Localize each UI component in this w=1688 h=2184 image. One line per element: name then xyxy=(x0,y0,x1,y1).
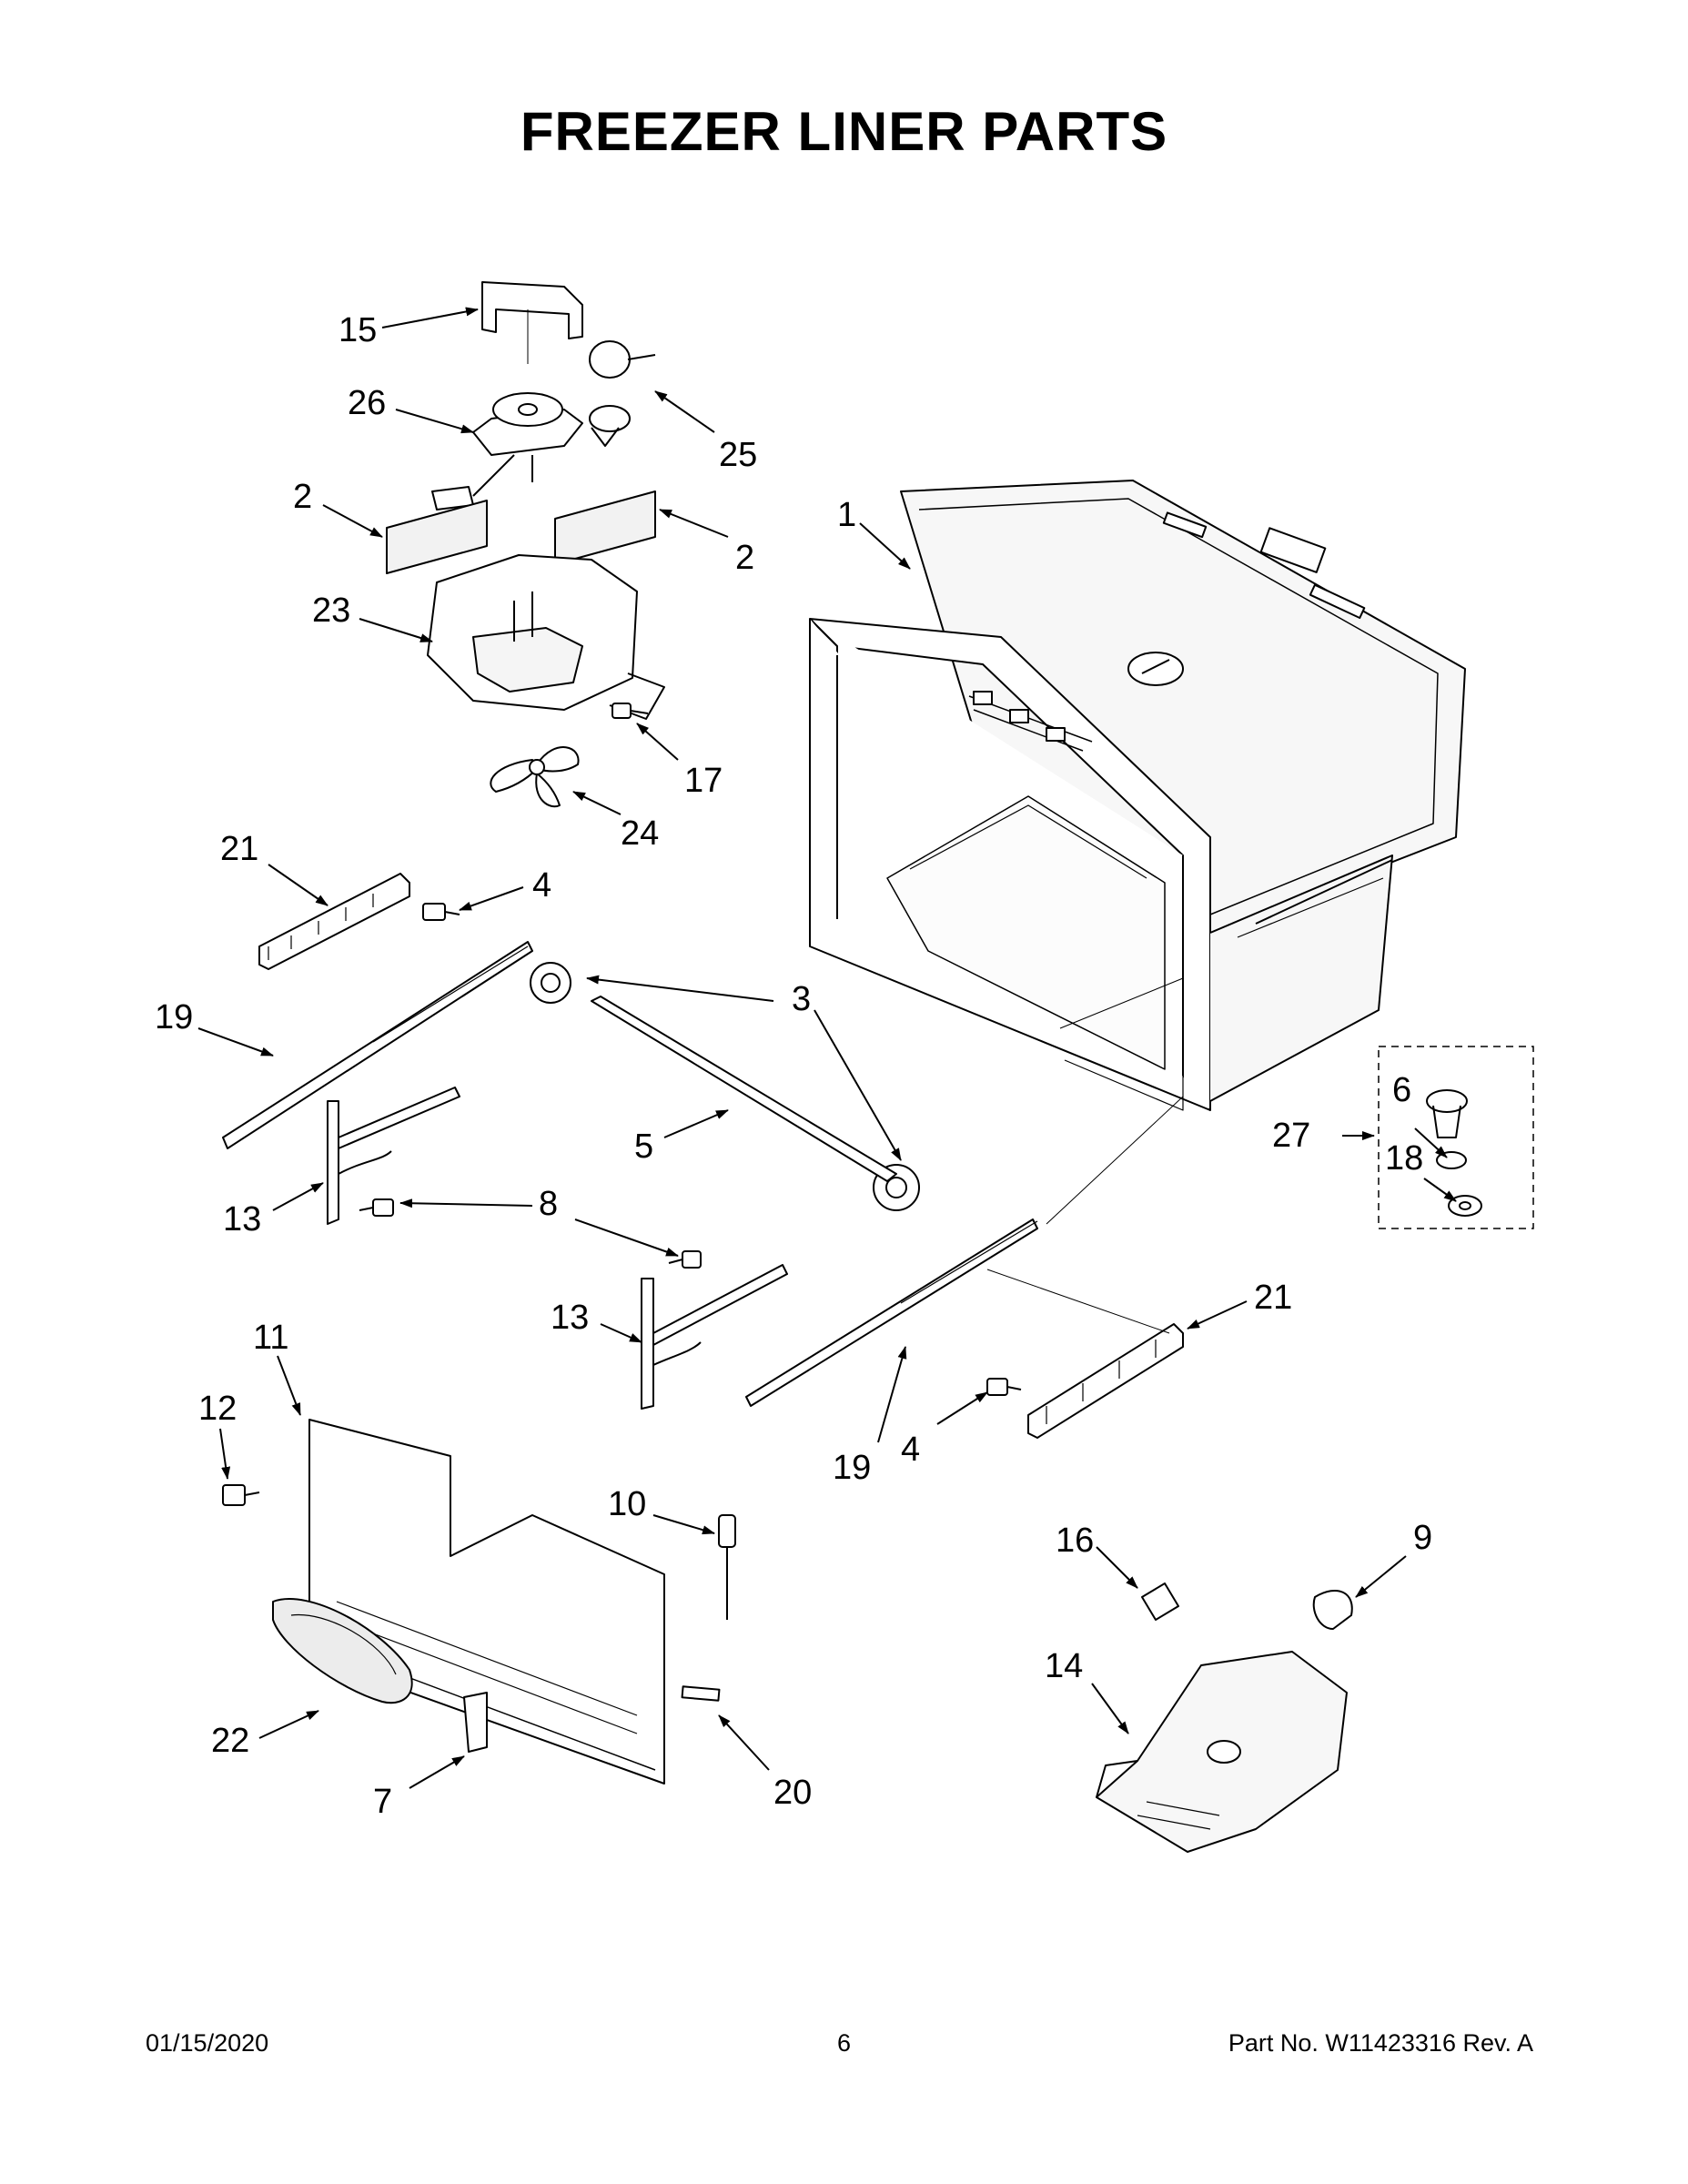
part-16-clip xyxy=(1141,1582,1179,1621)
callout-21: 21 xyxy=(220,830,258,868)
part-6-filter xyxy=(1426,1089,1468,1138)
part-12-screw xyxy=(222,1484,260,1506)
part-13-bracket-left xyxy=(327,1087,460,1225)
callout-labels: 15 26 25 2 2 1 23 17 24 21 4 3 19 5 13 8… xyxy=(155,311,1432,1821)
part-4-screw-upper xyxy=(422,903,460,921)
part-8-screw-left xyxy=(359,1198,394,1217)
callout-23: 23 xyxy=(312,592,350,630)
callout-16: 16 xyxy=(1056,1522,1094,1560)
part-3-gear-upper xyxy=(530,962,571,1004)
leader-arrows xyxy=(197,307,1457,1789)
guide-lines xyxy=(986,977,1184,1334)
part-24-fan-blade xyxy=(490,746,580,808)
freezer-liner-basket xyxy=(809,480,1466,1111)
callout-25: 25 xyxy=(719,436,757,474)
part-13-bracket-center xyxy=(641,1264,788,1410)
callout-9: 9 xyxy=(1413,1519,1432,1557)
callout-2: 2 xyxy=(735,539,754,577)
callout-15: 15 xyxy=(339,311,377,349)
part-2-foam-pads xyxy=(386,490,656,574)
callout-13: 13 xyxy=(551,1299,589,1337)
part-21-guide-left xyxy=(258,873,410,970)
part-19-slide-left xyxy=(222,941,533,1149)
callout-11: 11 xyxy=(253,1319,288,1357)
kit-27-box xyxy=(1378,1046,1534,1229)
part-4-screw-lower xyxy=(986,1378,1022,1396)
footer-date: 01/15/2020 xyxy=(146,2029,269,2057)
part-6-oring xyxy=(1436,1151,1467,1169)
part-21-guide-right xyxy=(1027,1323,1184,1439)
part-22-grille xyxy=(272,1598,413,1704)
part-7-cover xyxy=(463,1692,488,1753)
part-14-housing xyxy=(1096,1651,1348,1853)
callout-18: 18 xyxy=(1385,1139,1423,1178)
part-5-shaft xyxy=(591,996,897,1182)
callout-14: 14 xyxy=(1045,1647,1083,1685)
callout-6: 6 xyxy=(1392,1071,1411,1109)
callout-4: 4 xyxy=(532,866,551,905)
part-23-fan-housing xyxy=(427,554,665,720)
part-15-bracket xyxy=(481,281,583,364)
callout-7: 7 xyxy=(373,1783,392,1821)
footer-part-number: Part No. W11423316 Rev. A xyxy=(1228,2029,1533,2057)
callout-22: 22 xyxy=(211,1722,249,1760)
callout-26: 26 xyxy=(348,384,386,422)
callout-1: 1 xyxy=(837,496,856,534)
callout-19: 19 xyxy=(833,1449,871,1487)
part-9-cap xyxy=(1312,1589,1353,1630)
callout-12: 12 xyxy=(198,1390,237,1428)
callout-10: 10 xyxy=(608,1485,646,1523)
part-20-strip xyxy=(681,1685,721,1702)
part-19-slide-center xyxy=(745,1218,1038,1407)
callout-13: 13 xyxy=(223,1200,261,1239)
callout-5: 5 xyxy=(634,1127,653,1166)
callout-19: 19 xyxy=(155,998,193,1036)
callout-24: 24 xyxy=(621,814,659,853)
callout-20: 20 xyxy=(773,1774,812,1812)
callout-27: 27 xyxy=(1272,1117,1310,1155)
callout-4: 4 xyxy=(901,1431,920,1469)
callout-17: 17 xyxy=(684,762,723,800)
part-10-probe xyxy=(718,1514,736,1620)
callout-8: 8 xyxy=(539,1185,558,1223)
part-17-screw xyxy=(612,703,649,719)
part-18-washer xyxy=(1448,1195,1482,1217)
page-title: FREEZER LINER PARTS xyxy=(520,101,1168,163)
callout-3: 3 xyxy=(792,980,811,1018)
part-26-damper-motor xyxy=(431,392,583,511)
callout-21: 21 xyxy=(1254,1279,1292,1317)
part-25-fittings xyxy=(589,340,656,447)
footer-page-number: 6 xyxy=(836,2029,852,2057)
part-8-screw-right xyxy=(668,1250,702,1269)
callout-2: 2 xyxy=(293,478,312,516)
